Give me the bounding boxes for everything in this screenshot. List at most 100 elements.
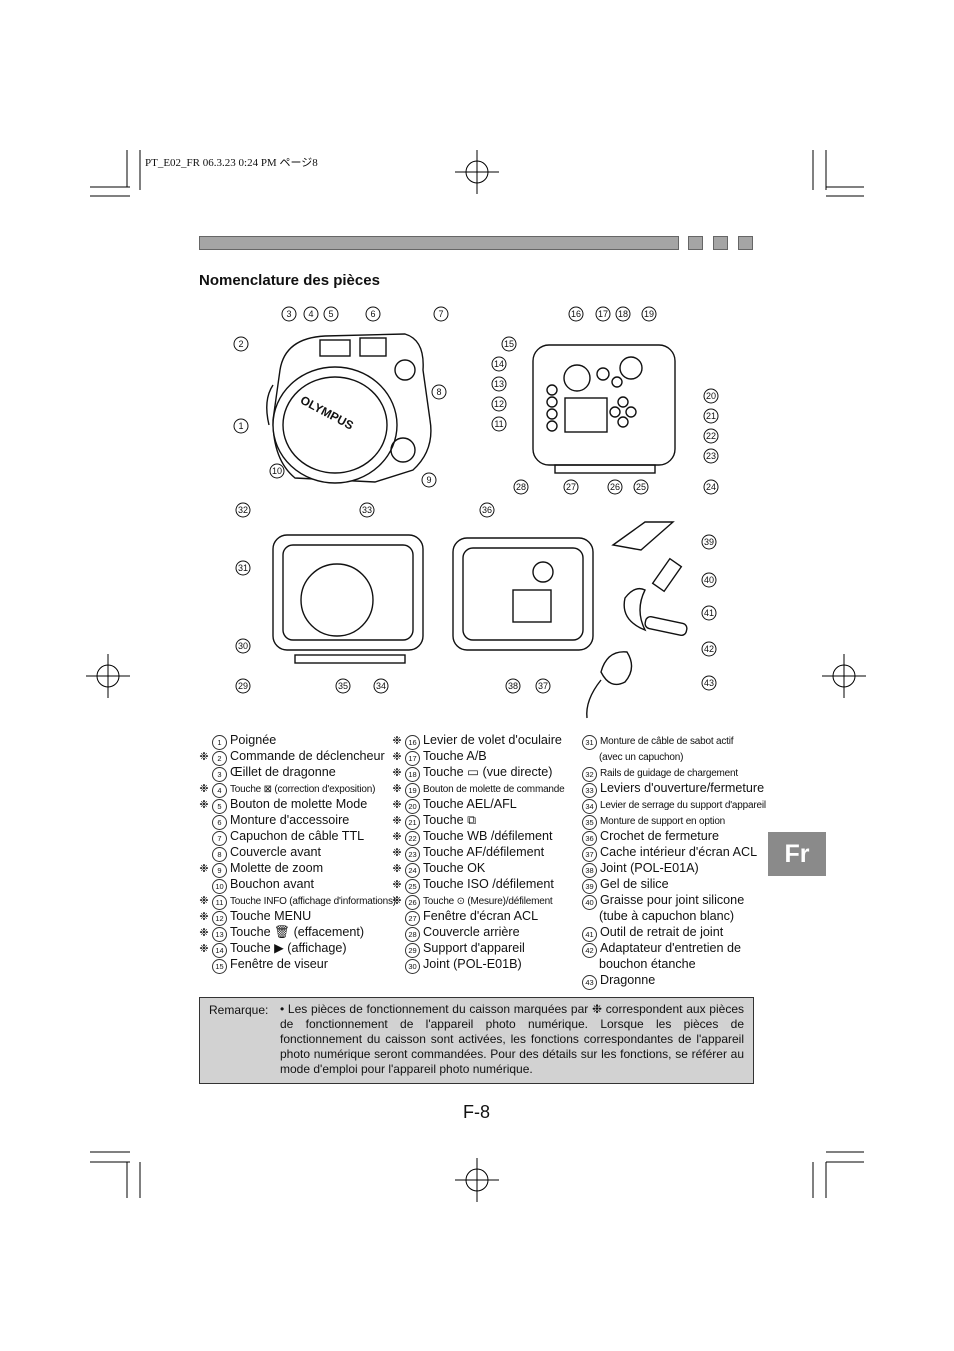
part-number: 40 <box>582 895 597 910</box>
camera-linked-marker: ❉ <box>392 751 402 763</box>
callout: 25 <box>633 479 649 495</box>
part-label: Leviers d'ouverture/fermeture <box>600 781 765 795</box>
callout: 35 <box>335 678 351 694</box>
front-housing: OLYMPUS <box>266 333 432 484</box>
part-number: 21 <box>405 815 420 830</box>
callout: 23 <box>703 448 719 464</box>
part-number: 9 <box>212 863 227 878</box>
svg-text:22: 22 <box>706 431 716 441</box>
part-number: 16 <box>405 735 420 750</box>
note-text: • Les pièces de fonctionnement du caisso… <box>280 1002 744 1076</box>
callout: 7 <box>433 306 449 322</box>
part-label: Capuchon de câble TTL <box>230 829 365 843</box>
callout: 20 <box>703 388 719 404</box>
svg-text:36: 36 <box>482 505 492 515</box>
callout: 5 <box>323 306 339 322</box>
part-item: (avec un capuchon) <box>599 748 683 766</box>
rear-housing <box>532 344 676 474</box>
callout: 43 <box>701 675 717 691</box>
part-label: Commande de déclencheur <box>230 749 385 763</box>
callout: 9 <box>421 472 437 488</box>
part-number: 23 <box>405 847 420 862</box>
part-label: Bouton de molette Mode <box>230 797 368 811</box>
callout: 18 <box>615 306 631 322</box>
callout: 31 <box>235 560 251 576</box>
part-number: 22 <box>405 831 420 846</box>
camera-linked-marker: ❉ <box>199 895 209 907</box>
camera-linked-marker: ❉ <box>199 943 209 955</box>
part-label: Fenêtre de viseur <box>230 957 329 971</box>
callout: 13 <box>491 376 507 392</box>
part-label: Touche ▭ (vue directe) <box>423 765 553 779</box>
callout: 21 <box>703 408 719 424</box>
part-label: Touche A/B <box>423 749 487 763</box>
svg-text:26: 26 <box>610 482 620 492</box>
callout: 12 <box>491 396 507 412</box>
part-label: Couvercle arrière <box>423 925 520 939</box>
callout: 4 <box>303 306 319 322</box>
part-number: 11 <box>212 895 227 910</box>
part-number: 32 <box>582 767 597 782</box>
part-number: 37 <box>582 847 597 862</box>
camera-linked-marker: ❉ <box>392 735 402 747</box>
part-number: 41 <box>582 927 597 942</box>
part-number: 15 <box>212 959 227 974</box>
svg-text:1: 1 <box>238 421 243 431</box>
part-number: 8 <box>212 847 227 862</box>
part-label: Touche ⧉ <box>423 813 477 827</box>
language-tab: Fr <box>768 832 826 876</box>
svg-text:5: 5 <box>328 309 333 319</box>
part-label: Fenêtre d'écran ACL <box>423 909 539 923</box>
svg-text:13: 13 <box>494 379 504 389</box>
camera-linked-marker: ❉ <box>199 863 209 875</box>
camera-linked-marker: ❉ <box>199 927 209 939</box>
part-number: 6 <box>212 815 227 830</box>
part-label: Touche MENU <box>230 909 312 923</box>
section-title: Nomenclature des pièces <box>199 272 380 289</box>
part-label: Touche ISO /défilement <box>423 877 554 891</box>
part-label: Touche 🗑 (effacement) <box>230 925 365 939</box>
part-number: 43 <box>582 975 597 990</box>
part-label: Outil de retrait de joint <box>600 925 724 939</box>
file-info: PT_E02_FR 06.3.23 0:24 PM ページ8 <box>145 157 318 169</box>
part-label: Levier de serrage du support d'appareil <box>600 800 766 811</box>
rear-cover-inner <box>452 537 594 651</box>
callout: 26 <box>607 479 623 495</box>
callout: 29 <box>235 678 251 694</box>
part-number: 36 <box>582 831 597 846</box>
part-label: Touche OK <box>423 861 486 875</box>
svg-text:42: 42 <box>704 644 714 654</box>
part-number: 39 <box>582 879 597 894</box>
callout: 33 <box>359 502 375 518</box>
svg-text:25: 25 <box>636 482 646 492</box>
part-label: Touche AEL/AFL <box>423 797 517 811</box>
svg-text:43: 43 <box>704 678 714 688</box>
part-label: Monture de câble de sabot actif <box>600 736 734 747</box>
part-number: 30 <box>405 959 420 974</box>
part-number: 17 <box>405 751 420 766</box>
svg-text:6: 6 <box>370 309 375 319</box>
svg-text:38: 38 <box>508 681 518 691</box>
part-number: 33 <box>582 783 597 798</box>
callout: 38 <box>505 678 521 694</box>
part-label: Poignée <box>230 733 277 747</box>
camera-linked-marker: ❉ <box>392 879 402 891</box>
svg-text:30: 30 <box>238 641 248 651</box>
svg-text:35: 35 <box>338 681 348 691</box>
svg-text:40: 40 <box>704 575 714 585</box>
